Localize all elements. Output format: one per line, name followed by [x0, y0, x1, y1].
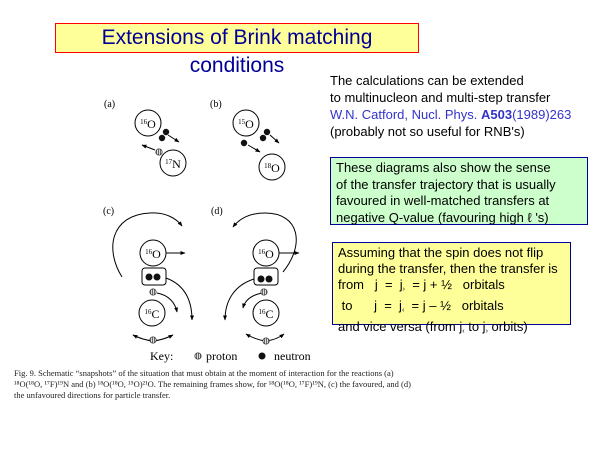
note-line: to j = j‹ = j – ½ orbitals: [338, 298, 565, 319]
neutron: [265, 275, 273, 283]
trajectory-arrow: [156, 292, 179, 313]
note-line: Assuming that the spin does not flip: [338, 245, 544, 260]
trajectory-arrow: [232, 212, 297, 273]
proton: [149, 288, 157, 296]
key-neutron-label: neutron: [274, 349, 311, 363]
trajectory-arrow: [112, 212, 183, 278]
intro-line: (probably not so useful for RNB's): [330, 124, 525, 139]
spin-note-box: Assuming that the spin does not flip dur…: [332, 242, 571, 335]
nucleus-circle: [252, 299, 280, 327]
proton: [155, 148, 163, 156]
neutron: [240, 139, 248, 147]
intro-line: The calculations can be extended: [330, 73, 524, 88]
nucleus-label: 16O: [145, 247, 161, 261]
panel-label: (d): [211, 206, 223, 217]
neutron-pair-box: [253, 267, 279, 286]
citation-volume: A503: [481, 107, 513, 122]
neutron: [162, 128, 170, 136]
note-line: favoured in well-matched transfers at: [336, 193, 550, 208]
nucleus-circle: [134, 109, 162, 137]
trajectory-arrow: [242, 292, 263, 309]
neutron: [153, 273, 161, 281]
subscript: ‹: [401, 307, 405, 314]
reaction: ¹⁸O(¹⁸O, ¹⁵O)²¹O: [97, 379, 154, 389]
neutron: [263, 128, 271, 136]
text: = j – ½ orbitals: [404, 298, 504, 313]
panel-label: (c): [103, 206, 114, 217]
neutron: [257, 275, 265, 283]
protons: [149, 148, 270, 360]
text: to j: [464, 319, 486, 334]
note-line: during the transfer, then the transfer i…: [338, 261, 558, 276]
caption-text: and (b): [69, 379, 98, 389]
note-line: from j = j› = j + ½ orbitals: [338, 277, 565, 298]
figure-caption: Fig. 9. Schematic “snapshots” of the sit…: [14, 368, 414, 401]
text: and vice versa (from j: [338, 319, 463, 334]
nucleus-circle: [232, 109, 260, 137]
neutron-arrow: [269, 134, 280, 144]
neutron-arrow: [247, 144, 261, 153]
proton-arrow: [141, 144, 156, 151]
text: from j = j: [338, 277, 403, 292]
neutron: [259, 134, 267, 142]
panel-label: (a): [104, 99, 115, 110]
nucleus-circle: [159, 149, 187, 177]
intro-line: to multinucleon and multi-step transfer: [330, 90, 551, 105]
nucleus-label: 16C: [258, 307, 273, 321]
neutron: [158, 134, 166, 142]
nucleus-label: 16C: [144, 307, 159, 321]
citation-rest: (1989)263: [512, 107, 572, 122]
neutron-arrow: [167, 134, 180, 143]
nucleus-label: 16O: [258, 247, 274, 261]
panel-label: (b): [210, 99, 222, 110]
reaction: ¹⁸O(¹⁸O, ¹⁷F)¹⁹N: [14, 379, 70, 389]
caption-text: Fig. 9. Schematic “snapshots” of the sit…: [14, 368, 394, 378]
caption-text: , (c) the favoured, and (d) the unfavour…: [14, 379, 411, 400]
slide-title: Extensions of Brink matching conditions: [55, 23, 419, 77]
key-proton-symbol: [194, 352, 202, 360]
note-line: negative Q-value (favouring high ℓ 's): [336, 209, 549, 225]
nucleus-label: 17N: [165, 157, 181, 171]
nucleus-circle: [258, 153, 286, 181]
citation: W.N. Catford, Nucl. Phys. A503(1989)263: [330, 106, 571, 123]
subscript: ›: [402, 286, 405, 293]
proton: [260, 288, 268, 296]
key-label: Key:: [150, 349, 173, 363]
neutrons: [145, 128, 273, 360]
nucleus-label: 18O: [264, 161, 280, 175]
proton: [262, 337, 270, 345]
neutron-pair-box: [141, 267, 167, 286]
note-line: and vice versa (from j‹ to j› orbits): [338, 319, 565, 340]
intro-text: The calculations can be extended to mult…: [330, 72, 571, 140]
text: orbits): [487, 319, 528, 334]
nucleus-circle: [138, 299, 166, 327]
note-line: These diagrams also show the sense: [336, 160, 551, 175]
text: to j = j: [338, 298, 402, 313]
citation-authors: W.N. Catford, Nucl. Phys.: [330, 107, 481, 122]
nucleus-label: 16O: [140, 117, 156, 131]
note-line: of the transfer trajectory that is usual…: [336, 176, 556, 192]
proton: [149, 336, 157, 344]
subscript: ‹: [462, 328, 465, 335]
trajectory-arrow: [165, 277, 194, 321]
trajectory-note-box: These diagrams also show the sense of th…: [330, 157, 588, 225]
key-neutron-symbol: [258, 352, 266, 360]
reaction: ¹⁸O(¹⁸O, ¹⁷F)¹⁹N: [268, 379, 324, 389]
subscript: ›: [485, 328, 488, 335]
trajectory-arrow: [223, 278, 255, 321]
key-proton-label: proton: [206, 349, 237, 363]
nucleus-label: 15O: [238, 117, 254, 131]
neutron: [145, 273, 153, 281]
caption-text: . The remaining frames show, for: [153, 379, 269, 389]
text: = j + ½ orbitals: [405, 277, 505, 292]
